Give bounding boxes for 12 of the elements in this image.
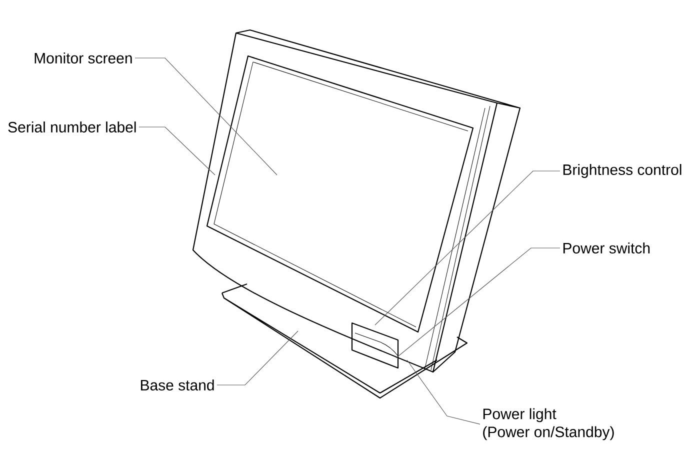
leader-line	[396, 248, 560, 358]
callout-label: Monitor screen	[34, 52, 132, 64]
callout-label: Power light (Power on/Standby)	[483, 408, 614, 440]
callout-label: Power switch	[563, 242, 650, 254]
callout-label: Serial number label	[8, 122, 136, 132]
callout-label: Brightness control	[563, 164, 682, 178]
leader-line	[134, 58, 278, 176]
callout-label: Base stand	[140, 380, 214, 390]
leader-line	[374, 170, 560, 326]
leader-line	[138, 126, 216, 176]
leader-line	[406, 360, 480, 424]
leader-line	[216, 330, 298, 386]
